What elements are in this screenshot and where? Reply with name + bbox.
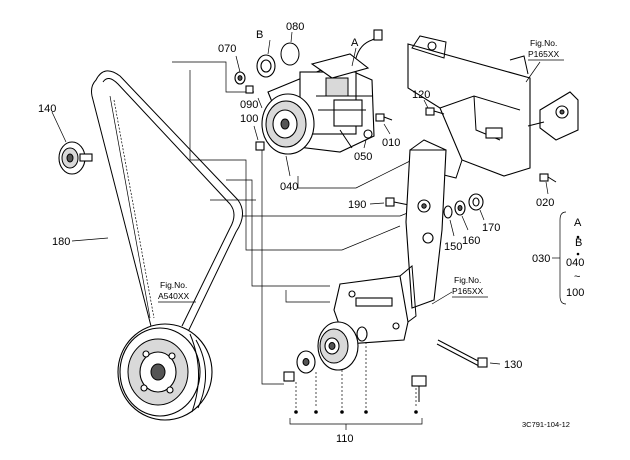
callout-100: 100	[240, 113, 258, 125]
spacer-150	[443, 205, 453, 219]
leader-040	[285, 155, 291, 177]
group-030-b: B	[575, 237, 582, 249]
callout-150: 150	[444, 241, 462, 253]
tension-arm	[405, 139, 447, 309]
leader-170	[479, 209, 485, 221]
washer-160	[454, 200, 466, 216]
callout-120: 120	[412, 89, 430, 101]
fig-ref-mid-label: Fig.No.	[454, 275, 481, 285]
long-bolt-130	[436, 339, 488, 368]
adjust-bolt	[411, 375, 427, 402]
shim-b	[256, 54, 276, 78]
callout-130: 130	[504, 359, 522, 371]
idler-pulley-110	[317, 321, 359, 371]
callout-190: 190	[348, 199, 366, 211]
leader-130	[489, 362, 501, 365]
collar-110	[356, 326, 368, 342]
fig-ref-a540-code: A540XX	[158, 291, 190, 301]
group-110-dots	[289, 342, 423, 430]
group-030-tilde: ~	[574, 271, 580, 283]
bearing-110	[296, 350, 316, 374]
group-030-100: 100	[566, 287, 584, 299]
nut-170	[468, 193, 484, 211]
v-belt-180	[91, 70, 243, 337]
leader-b	[267, 39, 271, 55]
idler-bracket	[333, 264, 417, 345]
callout-090: 090	[240, 99, 258, 111]
callout-040: 040	[280, 181, 298, 193]
callout-070: 070	[218, 43, 236, 55]
callout-080: 080	[286, 21, 304, 33]
fig-ref-top-label: Fig.No.	[530, 38, 557, 48]
bolt-020	[539, 173, 557, 183]
leader-050	[363, 139, 367, 149]
callout-110: 110	[336, 433, 354, 445]
leader-a	[351, 47, 357, 67]
callout-020: 020	[536, 197, 554, 209]
crank-pulley	[117, 323, 213, 421]
fig-ref-a540-label: Fig.No.	[160, 280, 187, 290]
callout-a: A	[351, 37, 359, 49]
washer-070	[234, 71, 246, 85]
projection-lines	[172, 61, 441, 385]
leader-140	[51, 111, 67, 143]
leader-090	[257, 97, 263, 109]
callout-010: 010	[382, 137, 400, 149]
bolt-120	[425, 107, 445, 116]
leader-080	[290, 31, 293, 43]
callout-030: 030	[532, 253, 550, 265]
group-030-a: A	[574, 217, 582, 229]
tension-bracket	[527, 91, 579, 141]
callout-b: B	[256, 29, 263, 41]
callout-170: 170	[482, 222, 500, 234]
callout-160: 160	[462, 235, 480, 247]
fig-ref-mid-leader	[431, 291, 453, 305]
fig-ref-top-leader	[525, 61, 541, 83]
leader-150	[449, 219, 455, 237]
callout-050: 050	[354, 151, 372, 163]
nut-100	[255, 141, 265, 151]
snap-ring-080	[280, 42, 300, 66]
callout-180: 180	[52, 236, 70, 248]
leader-070	[235, 55, 241, 73]
fig-ref-top-code: P165XX	[528, 49, 560, 59]
leader-120	[423, 99, 429, 109]
leader-020	[545, 181, 549, 195]
idler-pulley-140	[58, 141, 93, 175]
callout-140: 140	[38, 103, 56, 115]
fig-ref-mid-code: P165XX	[452, 286, 484, 296]
drawing-code: 3C791-104-12	[522, 420, 570, 429]
bolt-090	[245, 85, 254, 94]
nut-110	[283, 371, 295, 382]
washer-050	[363, 129, 373, 139]
leader-160	[461, 215, 469, 231]
ac-compressor-040	[261, 29, 383, 155]
group-030: A B 040 ~ 100	[552, 211, 584, 305]
leader-010	[383, 123, 391, 135]
compressor-bracket	[407, 35, 531, 179]
bolt-010	[375, 113, 393, 122]
leader-190	[369, 202, 385, 205]
leader-100	[253, 125, 259, 141]
group-030-040: 040	[566, 257, 584, 269]
leader-180	[71, 237, 109, 242]
